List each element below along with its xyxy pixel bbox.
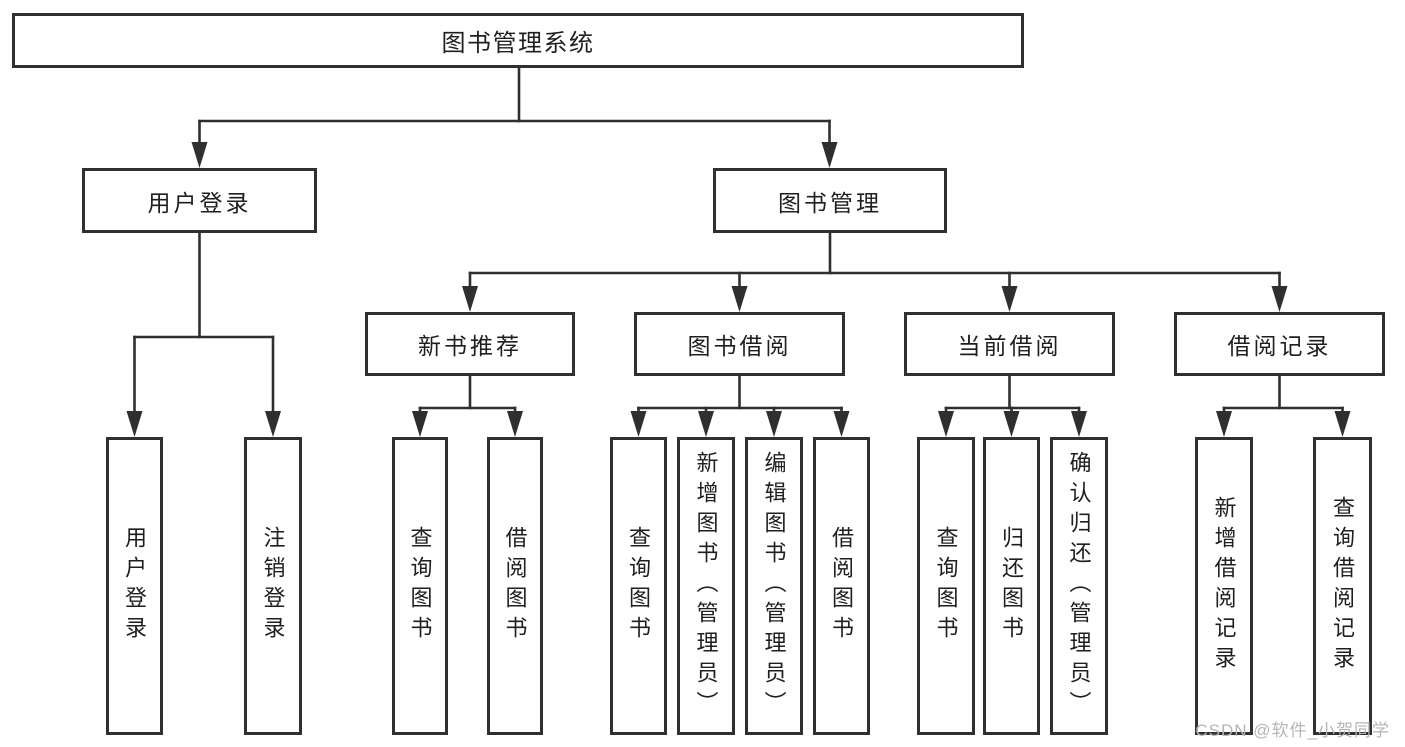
arrowhead-down-icon bbox=[1216, 411, 1232, 437]
leaf-query-books-recommend: 查询图书 bbox=[392, 437, 448, 735]
leaf-borrow-books: 借阅图书 bbox=[813, 437, 870, 735]
node-book-borrow: 图书借阅 bbox=[634, 312, 845, 376]
leaf-logout: 注销登录 bbox=[244, 437, 302, 735]
leaf-user-login: 用户登录 bbox=[106, 437, 163, 735]
arrowhead-down-icon bbox=[462, 286, 478, 312]
node-book-management: 图书管理 bbox=[713, 168, 947, 233]
arrowhead-down-icon bbox=[1003, 411, 1020, 437]
watermark: CSDN @软件_小贺同学 bbox=[1195, 721, 1390, 740]
arrowhead-down-icon bbox=[833, 411, 850, 437]
arrowhead-down-icon bbox=[412, 411, 428, 437]
arrowhead-down-icon bbox=[1271, 286, 1288, 312]
arrowhead-down-icon bbox=[265, 411, 281, 437]
arrowhead-down-icon bbox=[1334, 411, 1351, 437]
node-new-book-recommend: 新书推荐 bbox=[365, 312, 575, 376]
leaf-return-books: 归还图书 bbox=[983, 437, 1040, 735]
arrowhead-down-icon bbox=[630, 411, 647, 437]
arrowhead-down-icon bbox=[731, 286, 748, 312]
arrowhead-down-icon bbox=[1071, 411, 1087, 437]
arrowhead-down-icon bbox=[191, 142, 208, 168]
node-user-login: 用户登录 bbox=[82, 168, 317, 233]
leaf-borrow-books-recommend: 借阅图书 bbox=[487, 437, 543, 735]
leaf-query-books-current: 查询图书 bbox=[917, 437, 975, 735]
arrowhead-down-icon bbox=[126, 411, 143, 437]
node-borrow-records: 借阅记录 bbox=[1174, 312, 1385, 376]
arrowhead-down-icon bbox=[1001, 286, 1018, 312]
leaf-confirm-return-admin: 确认归还（管理员） bbox=[1050, 437, 1108, 735]
arrowhead-down-icon bbox=[938, 411, 954, 437]
arrowhead-down-icon bbox=[507, 411, 523, 437]
arrowhead-down-icon bbox=[766, 411, 782, 437]
leaf-query-borrow-record: 查询借阅记录 bbox=[1313, 437, 1372, 735]
leaf-query-books-borrow: 查询图书 bbox=[610, 437, 667, 735]
root-node-library-system: 图书管理系统 bbox=[12, 13, 1024, 68]
leaf-edit-books-admin: 编辑图书（管理员） bbox=[745, 437, 803, 735]
node-current-borrow: 当前借阅 bbox=[904, 312, 1115, 376]
arrowhead-down-icon bbox=[821, 142, 838, 168]
leaf-add-borrow-record: 新增借阅记录 bbox=[1195, 437, 1253, 735]
arrowhead-down-icon bbox=[698, 411, 714, 437]
leaf-add-books-admin: 新增图书（管理员） bbox=[677, 437, 735, 735]
